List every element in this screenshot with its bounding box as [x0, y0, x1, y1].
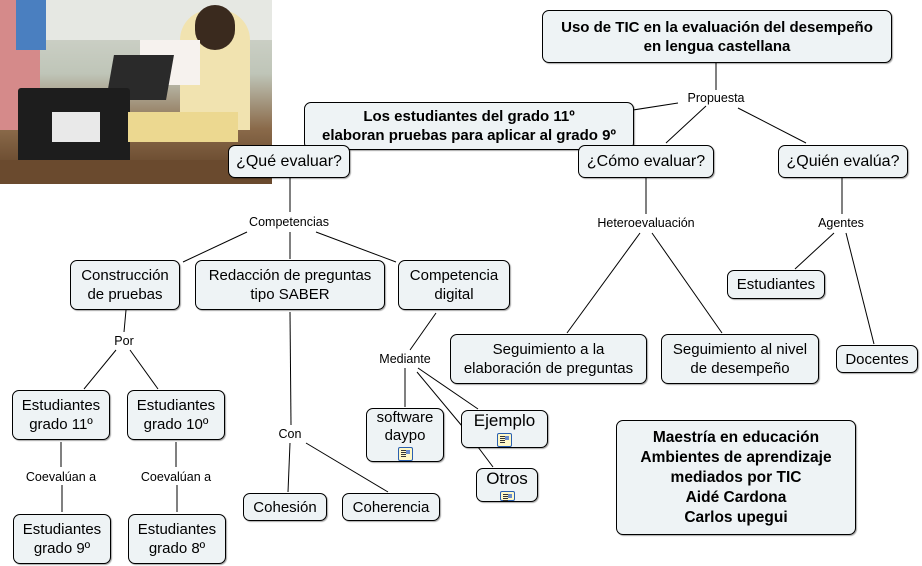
attached-resource-icon[interactable] [497, 433, 512, 447]
link [123, 309, 127, 333]
link [287, 442, 291, 493]
estudiantes-10-node[interactable]: Estudiantes grado 10º [127, 390, 225, 440]
node-text: Estudiantes [137, 521, 217, 538]
node-text: Seguimiento al nivel [672, 341, 808, 358]
node-text: de pruebas [87, 286, 163, 303]
node-text: Los estudiantes del grado 11º [363, 108, 575, 125]
software-daypo-node[interactable]: software daypo [366, 408, 444, 462]
node-text: grado 10º [143, 416, 209, 433]
link [315, 231, 397, 263]
node-text: grado 8º [148, 540, 206, 557]
node-text: ¿Quién evalúa? [786, 153, 900, 170]
credits-line: Carlos upegui [684, 508, 788, 526]
node-text: en lengua castellana [643, 37, 791, 55]
estudiantes-8-node[interactable]: Estudiantes grado 8º [128, 514, 226, 564]
link-label-propuesta: Propuesta [686, 91, 746, 105]
node-text: elaboración de preguntas [463, 360, 634, 377]
node-text: Estudiantes [136, 397, 216, 414]
main-topic-node[interactable]: Uso de TIC en la evaluación del desempeñ… [542, 10, 892, 63]
link [417, 367, 479, 410]
construccion-pruebas-node[interactable]: Construcción de pruebas [70, 260, 180, 310]
node-text: Cohesión [253, 498, 317, 516]
link-label-por: Por [113, 334, 135, 348]
ejemplo-node[interactable]: Ejemplo [461, 410, 548, 448]
estudiantes-agent-node[interactable]: Estudiantes [727, 270, 825, 299]
seguimiento-elaboracion-node[interactable]: Seguimiento a la elaboración de pregunta… [450, 334, 647, 384]
node-text: software [376, 409, 434, 426]
estudiantes-9-node[interactable]: Estudiantes grado 9º [13, 514, 111, 564]
credits-line: Maestría en educación [652, 428, 820, 446]
link-label-heteroevaluacion: Heteroevaluación [596, 216, 696, 230]
node-text: ¿Cómo evaluar? [586, 153, 706, 170]
node-text: Competencia [409, 267, 499, 284]
attached-resource-icon[interactable] [499, 491, 515, 502]
node-text: Ejemplo [473, 411, 536, 430]
link-label-mediante: Mediante [378, 352, 432, 366]
quien-evalua-node[interactable]: ¿Quién evalúa? [778, 145, 908, 178]
redaccion-preguntas-node[interactable]: Redacción de preguntas tipo SABER [195, 260, 385, 310]
credits-line: mediados por TIC [670, 468, 802, 486]
link [477, 446, 494, 468]
node-text: Otros [486, 469, 528, 488]
node-text: Docentes [845, 350, 909, 368]
node-text: Estudiantes [22, 521, 102, 538]
link [794, 232, 835, 270]
node-text: daypo [384, 427, 426, 444]
node-text: Redacción de preguntas [208, 267, 372, 284]
node-text: Estudiantes [21, 397, 101, 414]
link [83, 349, 117, 390]
como-evaluar-node[interactable]: ¿Cómo evaluar? [578, 145, 714, 178]
node-text: ¿Qué evaluar? [236, 153, 342, 170]
link [665, 105, 707, 144]
link-label-con: Con [277, 427, 303, 441]
attached-resource-icon[interactable] [397, 447, 413, 461]
link [409, 312, 437, 351]
otros-node[interactable]: Otros [476, 468, 538, 502]
node-text: elaboran pruebas para aplicar al grado 9… [322, 127, 616, 144]
link-label-agentes: Agentes [817, 216, 865, 230]
docentes-node[interactable]: Docentes [836, 345, 918, 373]
link [737, 107, 807, 144]
que-evaluar-node[interactable]: ¿Qué evaluar? [228, 145, 350, 178]
link-label-coevaluan: Coevalúan a [139, 470, 213, 484]
estudiantes-11-node[interactable]: Estudiantes grado 11º [12, 390, 110, 440]
link [182, 231, 248, 263]
node-text: Coherencia [352, 498, 430, 516]
link-label-coevaluan: Coevalúan a [24, 470, 98, 484]
link [651, 232, 723, 334]
node-text: de desempeño [690, 360, 790, 377]
node-text: Seguimiento a la [492, 341, 605, 358]
coherencia-node[interactable]: Coherencia [342, 493, 440, 521]
node-text: grado 9º [33, 540, 91, 557]
proposal-node[interactable]: Los estudiantes del grado 11º elaboran p… [304, 102, 634, 150]
node-text: grado 11º [29, 416, 93, 433]
link [129, 349, 159, 390]
seguimiento-nivel-node[interactable]: Seguimiento al nivel de desempeño [661, 334, 819, 384]
node-text: tipo SABER [250, 286, 330, 303]
link [845, 232, 875, 345]
cohesion-node[interactable]: Cohesión [243, 493, 327, 521]
node-text: digital [434, 286, 474, 303]
classroom-photo [0, 0, 272, 184]
link [416, 371, 463, 427]
link [289, 311, 292, 426]
link [305, 442, 389, 493]
node-text: Estudiantes [736, 276, 816, 293]
node-text: Construcción [81, 267, 169, 284]
credits-line: Aidé Cardona [685, 488, 787, 506]
competencia-digital-node[interactable]: Competencia digital [398, 260, 510, 310]
link [632, 102, 679, 111]
credits-node[interactable]: Maestría en educación Ambientes de apren… [616, 420, 856, 535]
node-text: Uso de TIC en la evaluación del desempeñ… [561, 18, 873, 36]
link-label-competencias: Competencias [248, 215, 330, 229]
credits-line: Ambientes de aprendizaje [640, 448, 832, 466]
link [566, 232, 641, 334]
